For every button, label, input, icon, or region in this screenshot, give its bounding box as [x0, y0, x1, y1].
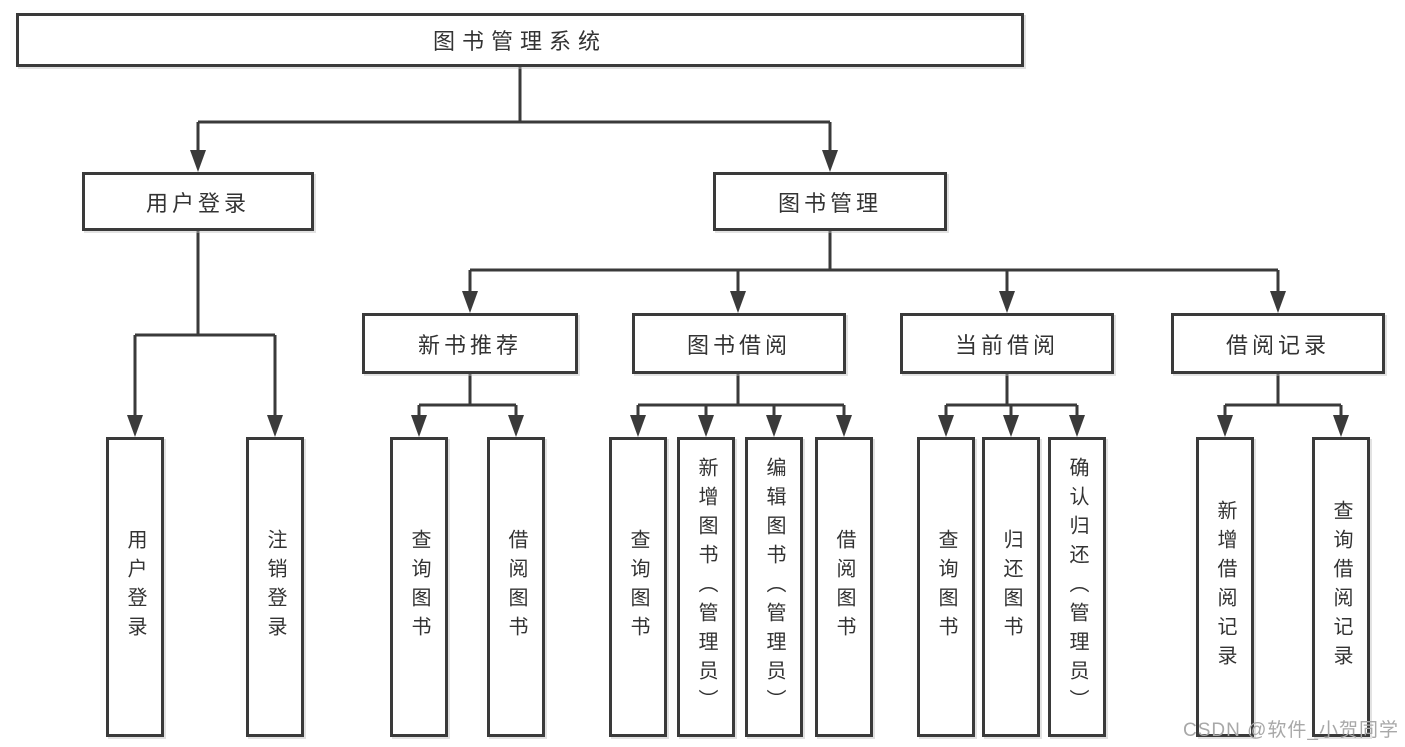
- branch-user-login: 用户登录: [82, 172, 314, 231]
- leaf-add-books-admin: 新增图书（管理员）: [677, 437, 735, 737]
- leaf-borrow-books-label: 借阅图书: [833, 529, 855, 645]
- csdn-watermark: CSDN @软件_小贺同学: [1183, 720, 1399, 741]
- leaf-edit-books-admin: 编辑图书（管理员）: [745, 437, 803, 737]
- category-new-book-recommend-label: 新书推荐: [417, 332, 522, 358]
- leaf-logout: 注销登录: [246, 437, 304, 737]
- category-borrow-records-label: 借阅记录: [1225, 332, 1330, 358]
- leaf-return-books-label: 归还图书: [1000, 529, 1022, 645]
- branch-book-management-label: 图书管理: [777, 190, 882, 216]
- leaf-borrow-books-recommend-label: 借阅图书: [505, 529, 527, 645]
- leaf-query-books-recommend-label: 查询图书: [408, 529, 430, 645]
- category-book-borrow: 图书借阅: [632, 313, 846, 374]
- leaf-query-books-borrow-label: 查询图书: [627, 529, 649, 645]
- leaf-confirm-return-admin-label: 确认归还（管理员）: [1066, 456, 1088, 718]
- category-current-borrow-label: 当前借阅: [954, 332, 1059, 358]
- root-label: 图书管理系统: [432, 29, 607, 54]
- leaf-logout-label: 注销登录: [264, 529, 286, 645]
- leaf-borrow-books-recommend: 借阅图书: [487, 437, 545, 737]
- leaf-query-books-current: 查询图书: [917, 437, 975, 737]
- branch-book-management: 图书管理: [713, 172, 947, 231]
- leaf-query-books-recommend: 查询图书: [390, 437, 448, 737]
- leaf-borrow-books: 借阅图书: [815, 437, 873, 737]
- leaf-query-books-current-label: 查询图书: [935, 529, 957, 645]
- category-borrow-records: 借阅记录: [1171, 313, 1385, 374]
- leaf-query-books-borrow: 查询图书: [609, 437, 667, 737]
- leaf-add-books-admin-label: 新增图书（管理员）: [695, 456, 717, 718]
- leaf-user-login: 用户登录: [106, 437, 164, 737]
- leaf-user-login-label: 用户登录: [124, 529, 146, 645]
- leaf-return-books: 归还图书: [982, 437, 1040, 737]
- category-new-book-recommend: 新书推荐: [362, 313, 578, 374]
- leaf-query-borrow-record-label: 查询借阅记录: [1330, 500, 1352, 674]
- root-box-library-system: 图书管理系统: [16, 13, 1024, 67]
- leaf-confirm-return-admin: 确认归还（管理员）: [1048, 437, 1106, 737]
- category-book-borrow-label: 图书借阅: [686, 332, 791, 358]
- branch-user-login-label: 用户登录: [145, 190, 250, 216]
- leaf-add-borrow-record-label: 新增借阅记录: [1214, 500, 1236, 674]
- leaf-query-borrow-record: 查询借阅记录: [1312, 437, 1370, 737]
- leaf-edit-books-admin-label: 编辑图书（管理员）: [763, 456, 785, 718]
- leaf-add-borrow-record: 新增借阅记录: [1196, 437, 1254, 737]
- category-current-borrow: 当前借阅: [900, 313, 1114, 374]
